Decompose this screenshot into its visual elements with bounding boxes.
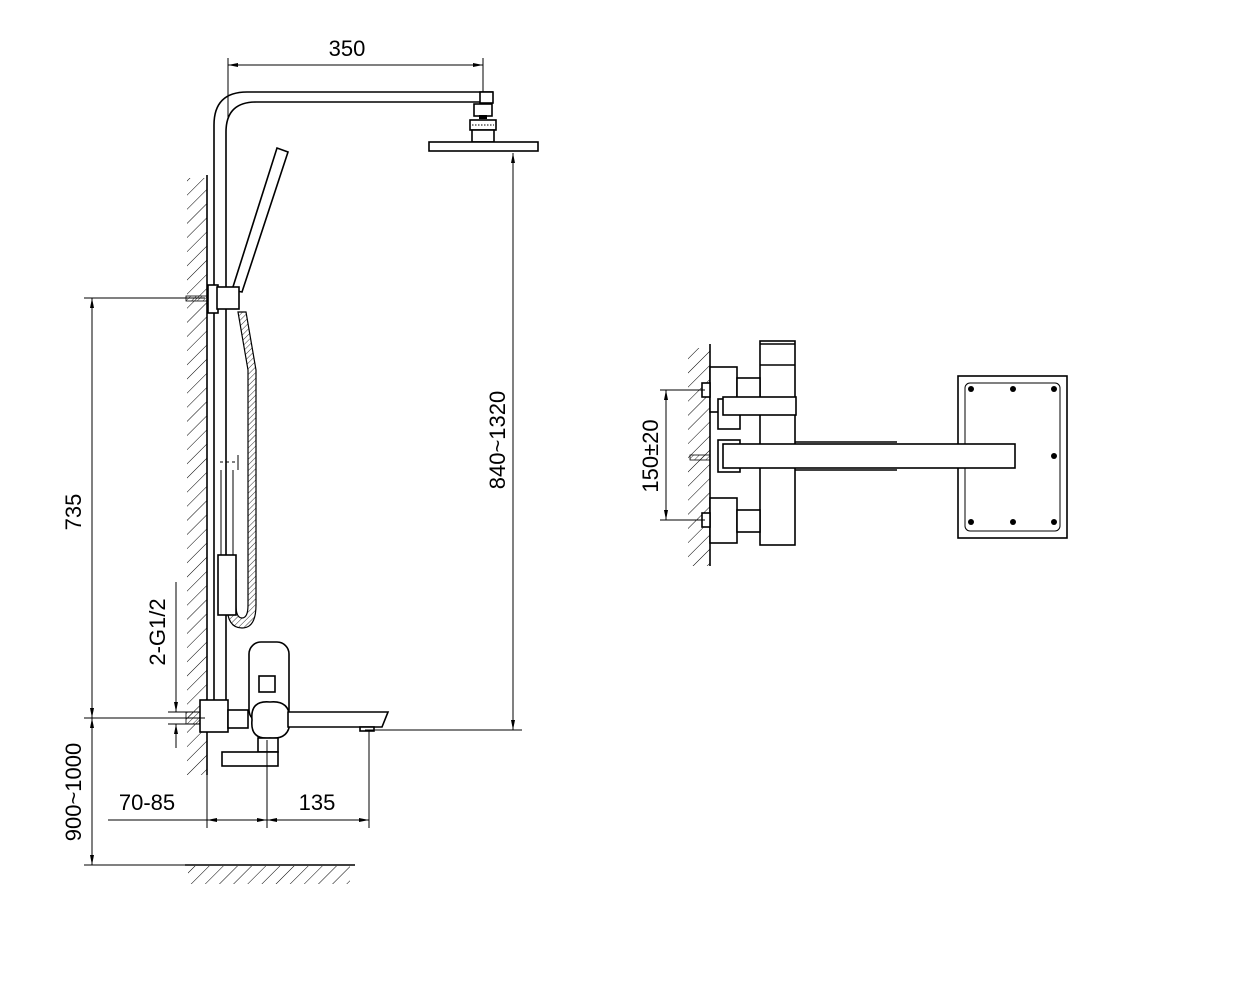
dimension-mixer-height: 900~1000 [61,718,190,866]
dimension-inlet-spacing: 150±20 [638,389,705,521]
label-70-85: 70-85 [119,790,175,815]
nozzle-dots [968,386,1057,525]
shower-arm [722,443,1016,469]
dimension-inlet-thread: 2-G1/2 [145,582,200,748]
wall [187,175,208,775]
mixer-body [759,340,796,546]
label-135: 135 [299,790,336,815]
rain-shower-head [428,103,539,152]
dimension-head-height: 840~1320 [365,153,522,731]
dimension-arm-length: 350 [227,36,484,118]
riser-pipe [213,91,494,730]
side-view: 350 840~1320 735 900~1000 70-85 135 [61,36,539,884]
top-view: 150±20 [638,340,1068,566]
label-2-g1-2: 2-G1/2 [145,598,170,665]
label-150-20: 150±20 [638,419,663,492]
dimension-bracket-height: 735 [61,297,205,719]
label-735: 735 [61,494,86,531]
dimension-wall-offset: 70-85 135 [108,730,370,828]
hand-shower [230,146,290,293]
label-840-1320: 840~1320 [485,391,510,490]
label-900-1000: 900~1000 [61,743,86,842]
label-350: 350 [329,36,366,61]
mixer [185,641,390,767]
floor [185,864,355,884]
hose [217,311,257,629]
